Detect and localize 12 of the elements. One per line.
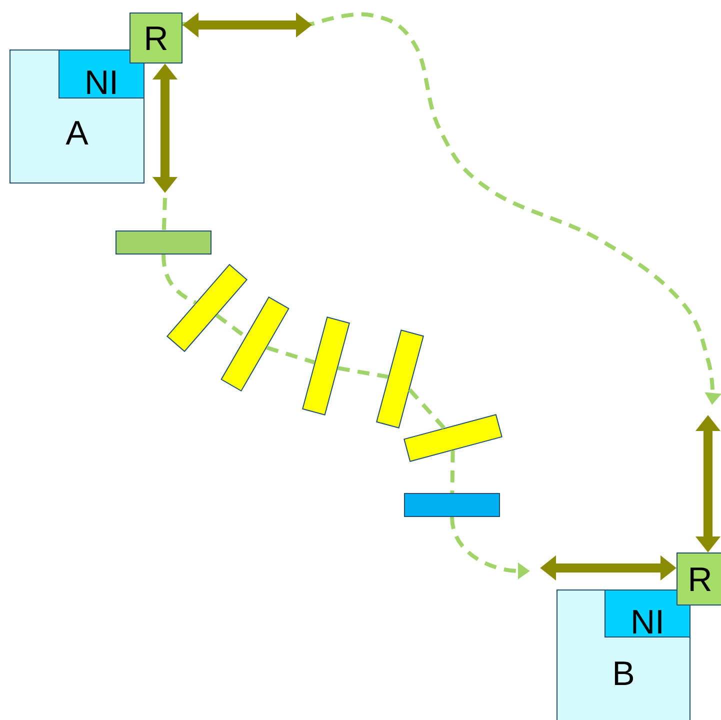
- router-box: R: [130, 12, 182, 64]
- bar: [116, 230, 212, 254]
- interface-box: NI: [604, 589, 690, 638]
- dashed-path: [408, 388, 446, 430]
- dashed-path: [162, 254, 197, 305]
- bar: [404, 492, 500, 517]
- dashed-path: [338, 366, 388, 379]
- router-box: R: [676, 552, 721, 606]
- interface-box: NI: [58, 50, 144, 98]
- dashed-path: [162, 198, 167, 231]
- dashed-path: [450, 450, 455, 494]
- dashed-path: [266, 346, 316, 364]
